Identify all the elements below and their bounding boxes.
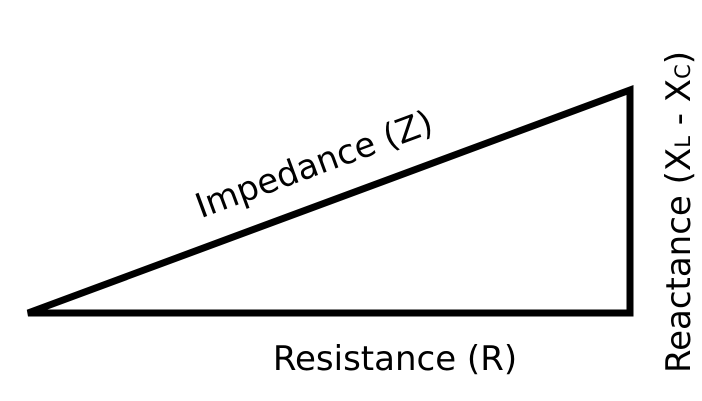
reactance-label-suffix: ) xyxy=(659,51,699,64)
resistance-label: Resistance (R) xyxy=(273,339,517,379)
reactance-sub-c: C xyxy=(671,64,695,79)
reactance-label-middle: - X xyxy=(659,79,699,136)
reactance-label-prefix: Reactance (X xyxy=(659,148,699,373)
impedance-triangle xyxy=(26,84,634,317)
reactance-sub-l: L xyxy=(671,136,695,148)
reactance-label: Reactance (XL - XC) xyxy=(659,51,699,373)
